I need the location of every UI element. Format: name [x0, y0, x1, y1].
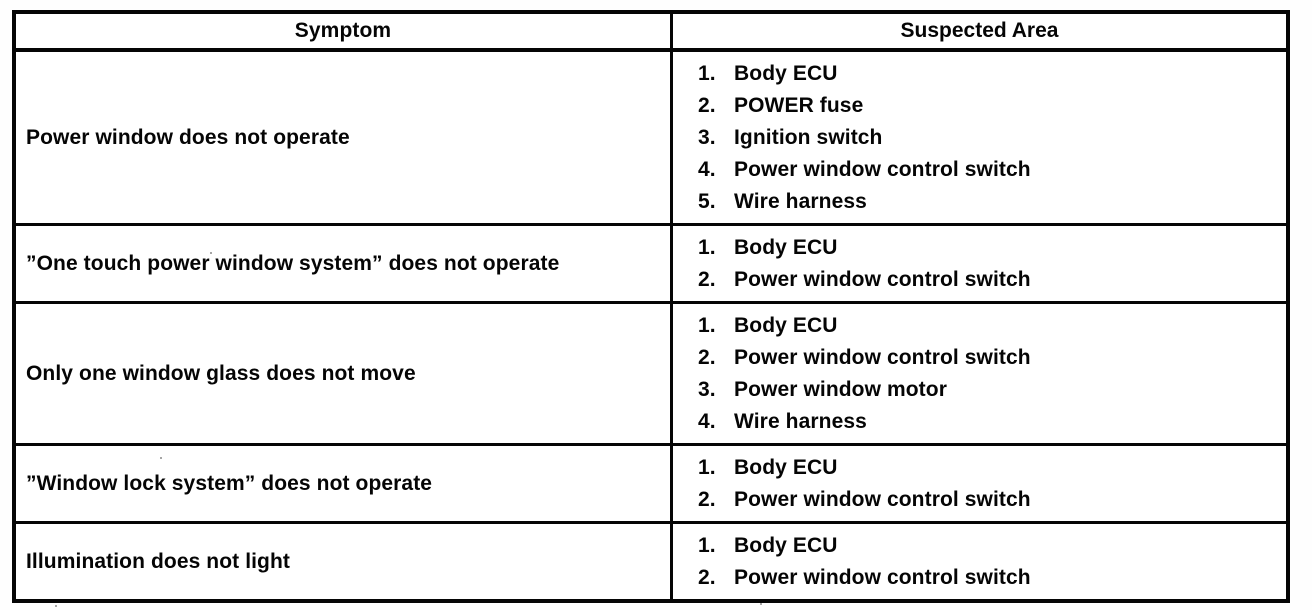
suspected-area-cell: 1. Body ECU 2. Power window control switch [673, 524, 1286, 599]
item-number: 2. [698, 566, 716, 589]
table-row: Power window does not operate 1. Body ECU… [16, 52, 1286, 226]
table-row: Illumination does not light 1. Body ECU 2… [16, 524, 1286, 599]
suspected-area-cell: 1. Body ECU 2. Power window control switch [673, 446, 1286, 521]
item-number: 3. [698, 378, 716, 401]
item-label: Body ECU [734, 534, 838, 557]
table-header-row: Symptom Suspected Area [16, 14, 1286, 52]
item-label: Body ECU [734, 236, 838, 259]
item-label: Ignition switch [734, 126, 883, 149]
item-label: POWER fuse [734, 94, 864, 117]
table-row: ”One touch power window system” does not… [16, 226, 1286, 304]
item-number: 1. [698, 62, 716, 85]
suspected-area-item: 2. Power window control switch [698, 562, 1278, 594]
item-label: Body ECU [734, 456, 838, 479]
suspected-area-item: 5. Wire harness [698, 186, 1278, 218]
suspected-area-item: 2. Power window control switch [698, 484, 1278, 516]
troubleshooting-table: Symptom Suspected Area Power window does… [12, 10, 1290, 603]
item-number: 3. [698, 126, 716, 149]
suspected-area-item: 1. Body ECU [698, 232, 1278, 264]
item-label: Body ECU [734, 314, 838, 337]
item-number: 1. [698, 314, 716, 337]
suspected-area-item: 2. Power window control switch [698, 342, 1278, 374]
item-number: 4. [698, 410, 716, 433]
suspected-area-item: 1. Body ECU [698, 452, 1278, 484]
item-label: Power window control switch [734, 268, 1031, 291]
scan-speck [160, 457, 162, 459]
item-number: 1. [698, 236, 716, 259]
symptom-cell: Only one window glass does not move [16, 304, 673, 443]
suspected-area-item: 3. Ignition switch [698, 122, 1278, 154]
scan-speck [760, 603, 762, 605]
table-row: Only one window glass does not move 1. Bo… [16, 304, 1286, 446]
item-number: 2. [698, 346, 716, 369]
table-row: ”Window lock system” does not operate 1.… [16, 446, 1286, 524]
symptom-cell: Illumination does not light [16, 524, 673, 599]
suspected-area-item: 3. Power window motor [698, 374, 1278, 406]
suspected-area-item: 1. Body ECU [698, 530, 1278, 562]
item-number: 2. [698, 488, 716, 511]
item-label: Wire harness [734, 410, 867, 433]
item-number: 4. [698, 158, 716, 181]
item-label: Power window control switch [734, 488, 1031, 511]
item-label: Power window motor [734, 378, 947, 401]
suspected-area-item: 2. Power window control switch [698, 264, 1278, 296]
item-label: Wire harness [734, 190, 867, 213]
suspected-area-cell: 1. Body ECU 2. Power window control switch [673, 226, 1286, 301]
scan-speck [210, 252, 212, 254]
item-number: 2. [698, 94, 716, 117]
suspected-area-item: 2. POWER fuse [698, 90, 1278, 122]
suspected-area-cell: 1. Body ECU 2. Power window control switch… [673, 304, 1286, 443]
suspected-area-item: 1. Body ECU [698, 310, 1278, 342]
symptom-cell: ”Window lock system” does not operate [16, 446, 673, 521]
suspected-area-cell: 1. Body ECU 2. POWER fuse 3. Ignition switc… [673, 52, 1286, 223]
item-label: Body ECU [734, 62, 838, 85]
item-number: 1. [698, 456, 716, 479]
item-label: Power window control switch [734, 158, 1031, 181]
symptom-cell: ”One touch power window system” does not… [16, 226, 673, 301]
item-label: Power window control switch [734, 566, 1031, 589]
scan-speck [55, 605, 57, 607]
suspected-area-item: 4. Wire harness [698, 406, 1278, 438]
item-label: Power window control switch [734, 346, 1031, 369]
item-number: 2. [698, 268, 716, 291]
item-number: 1. [698, 534, 716, 557]
item-number: 5. [698, 190, 716, 213]
symptom-column-header: Symptom [16, 14, 673, 48]
suspected-area-item: 1. Body ECU [698, 58, 1278, 90]
suspected-area-item: 4. Power window control switch [698, 154, 1278, 186]
suspected-area-column-header: Suspected Area [900, 19, 1059, 42]
symptom-cell: Power window does not operate [16, 52, 673, 223]
